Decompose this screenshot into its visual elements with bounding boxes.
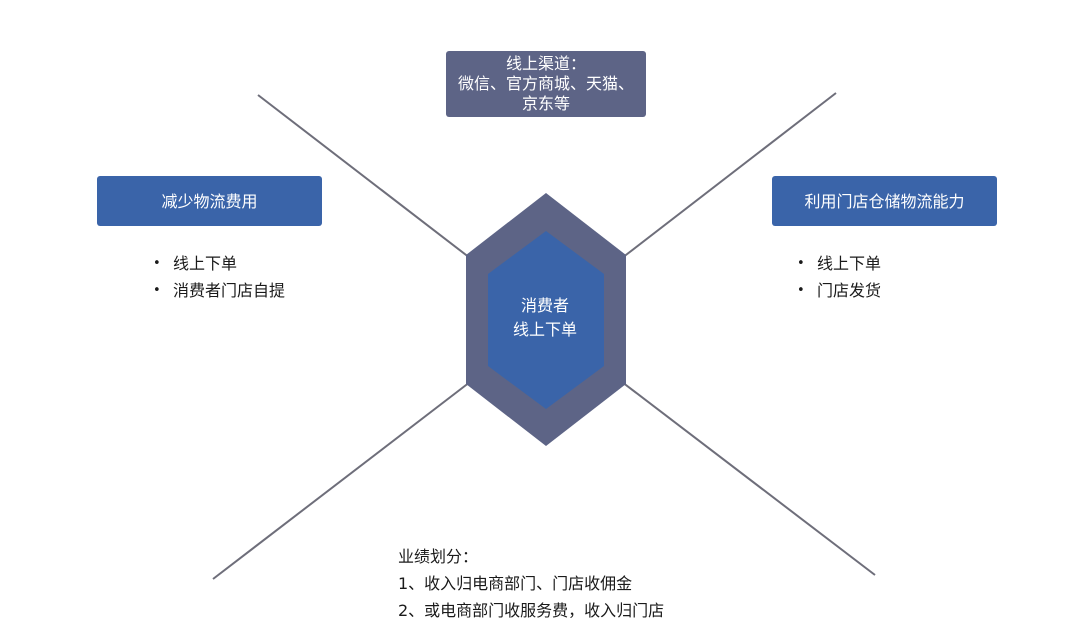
online-channels-box: 线上渠道： 微信、官方商城、天猫、 京东等 (446, 51, 646, 117)
connector-line-bottom-right (621, 381, 876, 576)
online-channels-line-3: 京东等 (521, 94, 570, 113)
connector-line-top-right (621, 92, 837, 259)
store-warehouse-logistics-box: 利用门店仓储物流能力 (772, 176, 997, 226)
connector-line-bottom-left (212, 381, 471, 580)
online-channels-line-1: 线上渠道： (505, 54, 586, 73)
hexagon-inner (488, 231, 604, 409)
store-warehouse-logistics-title: 利用门店仓储物流能力 (804, 191, 965, 211)
connector-line-top-left (257, 94, 471, 259)
right-bullet-item: 门店发货 (797, 277, 881, 304)
left-bullet-item: 消费者门店自提 (153, 277, 285, 304)
reduce-logistics-cost-title: 减少物流费用 (161, 191, 258, 211)
online-channels-line-2: 微信、官方商城、天猫、 (457, 74, 634, 93)
reduce-logistics-cost-box: 减少物流费用 (97, 176, 322, 226)
center-hexagon-label: 消费者 线上下单 (480, 294, 610, 342)
center-label-line-2: 线上下单 (512, 320, 577, 339)
performance-split-line-2: 2、或电商部门收服务费，收入归门店 (398, 601, 665, 620)
right-bullet-item: 线上下单 (797, 250, 881, 277)
performance-split-block: 业绩划分： 1、收入归电商部门、门店收佣金 2、或电商部门收服务费，收入归门店 (398, 543, 664, 624)
center-label-line-1: 消费者 (520, 296, 569, 315)
right-bullet-list: 线上下单 门店发货 (797, 250, 881, 304)
left-bullet-list: 线上下单 消费者门店自提 (153, 250, 285, 304)
left-bullet-item: 线上下单 (153, 250, 285, 277)
performance-split-line-1: 1、收入归电商部门、门店收佣金 (398, 574, 633, 593)
performance-split-heading: 业绩划分： (398, 547, 479, 566)
